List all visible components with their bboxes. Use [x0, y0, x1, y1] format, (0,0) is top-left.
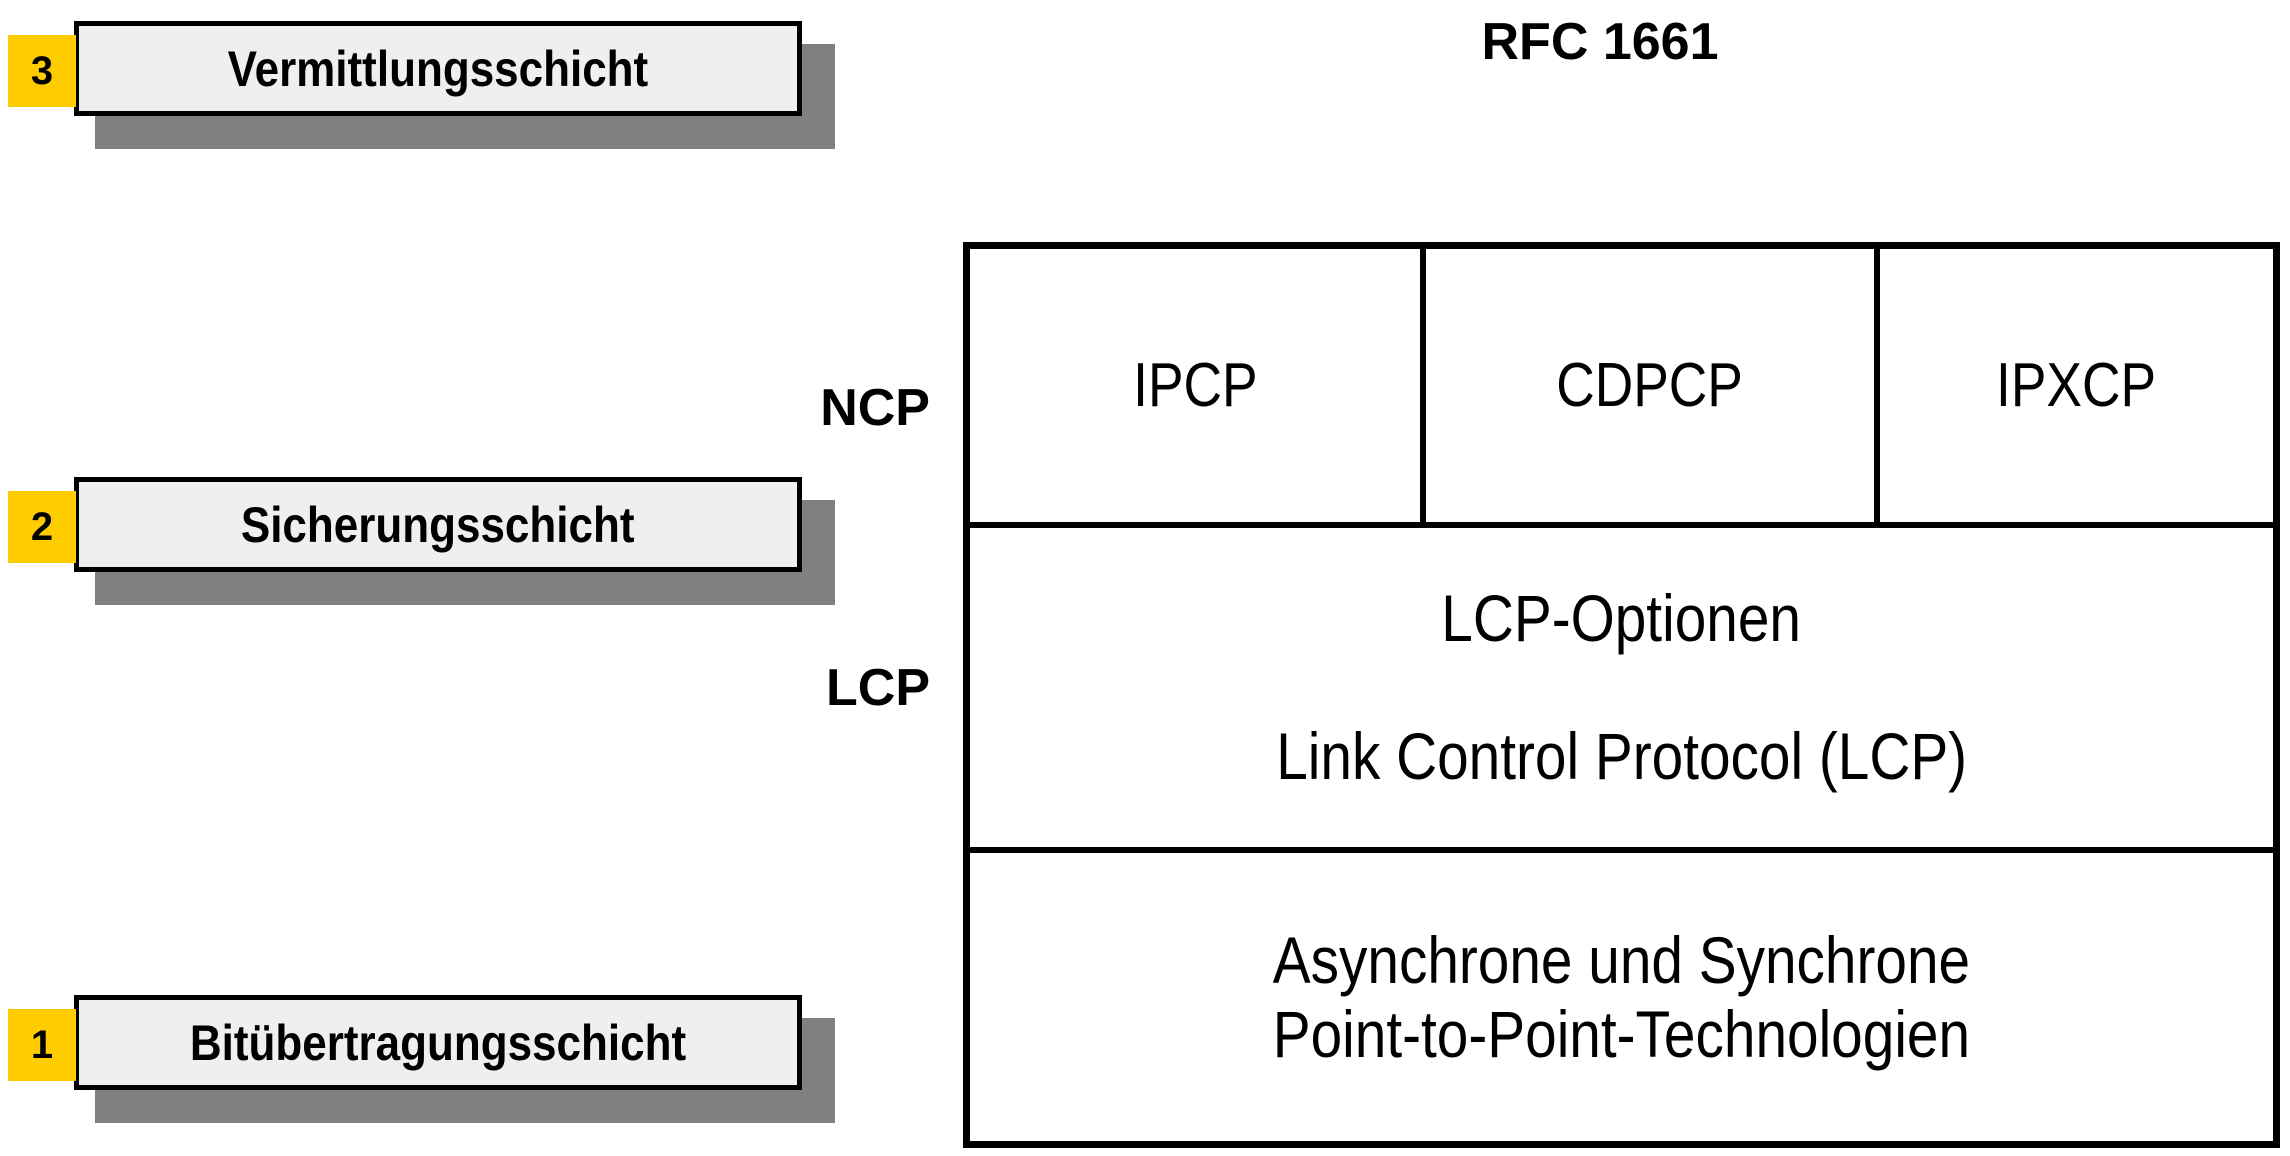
ipxcp-label: IPXCP — [1996, 350, 2157, 420]
layer-1-box[interactable]: Bitübertragungsschicht — [74, 995, 802, 1090]
ipcp-label: IPCP — [1132, 350, 1258, 420]
table-cell-ipxcp[interactable]: IPXCP — [1873, 249, 2273, 522]
table-row-lcp[interactable]: LCP-Optionen Link Control Protocol (LCP) — [970, 522, 2273, 847]
lcp-optionen-label: LCP-Optionen — [1441, 581, 1802, 656]
page-title: RFC 1661 — [1481, 13, 1719, 71]
table-row-ncp: IPCP CDPCP IPXCP — [970, 249, 2273, 522]
layer-2-label: Sicherungsschicht — [241, 496, 635, 553]
layer-1-label: Bitübertragungsschicht — [189, 1014, 687, 1071]
ncp-side-label: NCP — [820, 379, 930, 437]
physical-line-1: Asynchrone und Synchrone — [1272, 923, 1971, 998]
layer-2-box[interactable]: Sicherungsschicht — [74, 477, 802, 572]
table-cell-ipcp[interactable]: IPCP — [970, 249, 1420, 522]
layer-3-label: Vermittlungsschicht — [227, 40, 649, 97]
cdpcp-label: CDPCP — [1556, 350, 1744, 420]
link-control-protocol-label: Link Control Protocol (LCP) — [1276, 718, 1967, 793]
table-row-physical[interactable]: Asynchrone und Synchrone Point-to-Point-… — [970, 847, 2273, 1142]
lcp-side-label: LCP — [826, 659, 930, 717]
layer-3-box[interactable]: Vermittlungsschicht — [74, 21, 802, 116]
table-cell-cdpcp[interactable]: CDPCP — [1420, 249, 1873, 522]
layer-3-number-badge: 3 — [8, 35, 76, 107]
layer-1-number-badge: 1 — [8, 1009, 76, 1081]
protocol-stack-table: IPCP CDPCP IPXCP LCP-Optionen Link Contr… — [963, 242, 2280, 1148]
layer-2-number-badge: 2 — [8, 491, 76, 563]
physical-line-2: Point-to-Point-Technologien — [1272, 996, 1971, 1071]
